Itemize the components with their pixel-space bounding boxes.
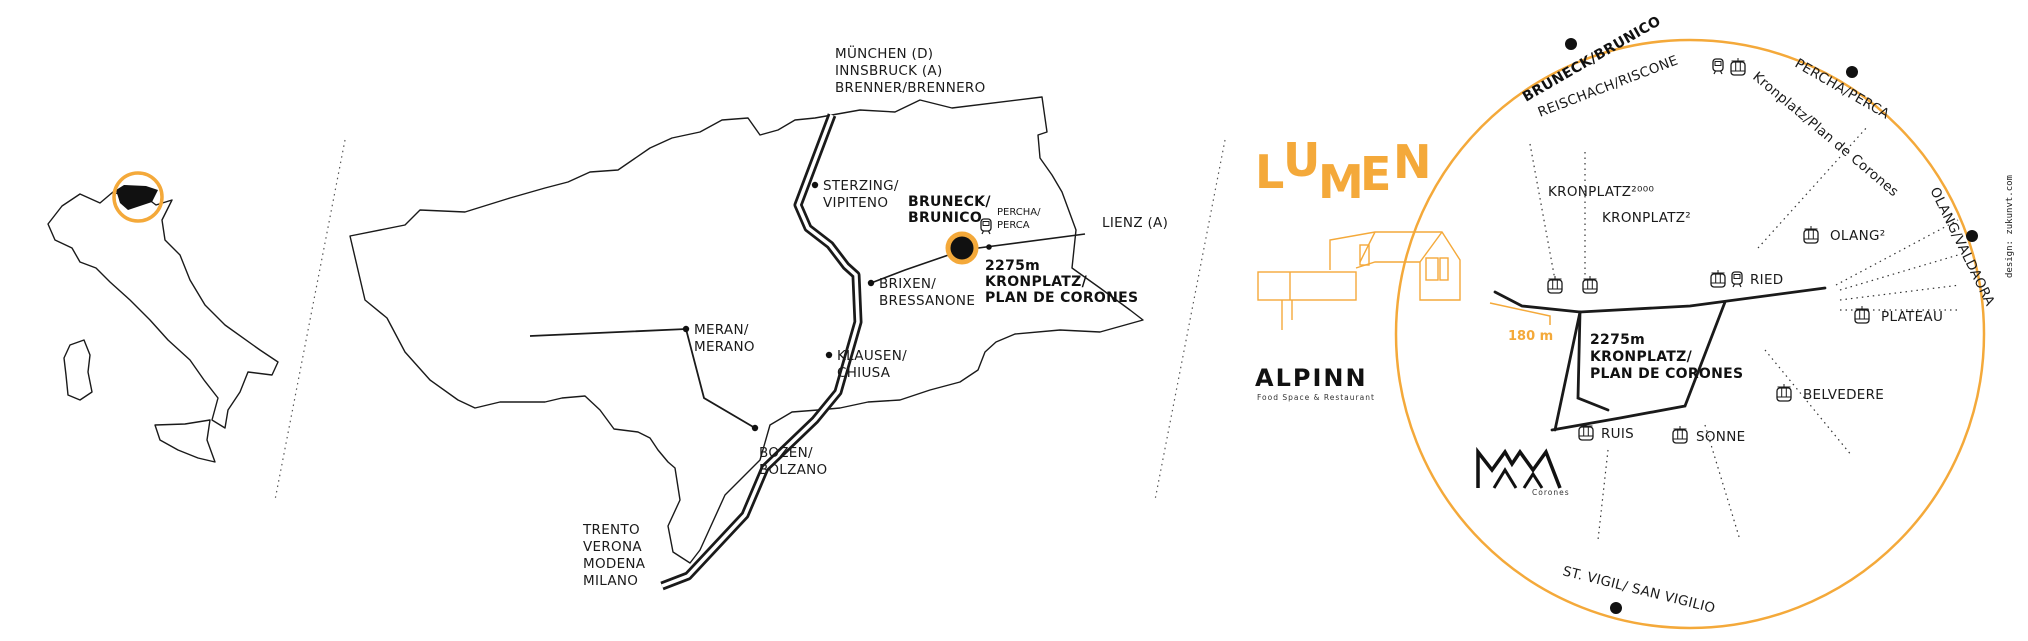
- lift-olang2: OLANG²: [1830, 228, 1885, 244]
- percha-train-icon: [980, 218, 992, 235]
- rim-dot-stvigil: [1610, 602, 1622, 614]
- label-brixen: BRIXEN/ BRESSANONE: [879, 276, 975, 309]
- label-bozen: BOZEN/ BOLZANO: [759, 445, 827, 478]
- sterzing-dot: [811, 181, 819, 189]
- alpinn-tagline: Food Space & Restaurant: [1257, 393, 1375, 402]
- percha-rim-train-icon: [1712, 58, 1724, 75]
- sardinia: [63, 339, 93, 401]
- lift-ruis: RUIS: [1601, 426, 1634, 442]
- ried-train-icon: [1731, 271, 1743, 288]
- region-marker-ring: [112, 171, 164, 223]
- lumen-letter-u: U: [1283, 133, 1320, 187]
- label-sterzing: STERZING/ VIPITENO: [823, 178, 903, 211]
- lift-plateau: PLATEAU: [1881, 309, 1943, 325]
- label-percha: PERCHA/ PERCA: [997, 207, 1044, 231]
- percha-dot: [986, 244, 992, 250]
- rim-dot-bruneck: [1565, 38, 1577, 50]
- lumen-letter-n: N: [1393, 135, 1432, 189]
- klausen-dot: [825, 351, 833, 359]
- rim-dot-percha: [1846, 66, 1858, 78]
- south-tyrol-highlight: [116, 185, 158, 210]
- region-map: MÜNCHEN (D) INNSBRUCK (A) BRENNER/BRENNE…: [349, 44, 1168, 591]
- label-lienz: LIENZ (A): [1102, 215, 1168, 231]
- olang2-cabin-icon: [1803, 225, 1819, 244]
- sicily: [154, 419, 216, 463]
- label-klausen: KLAUSEN/ CHIUSA: [837, 348, 912, 381]
- altitude-arrow: [1489, 302, 1551, 325]
- ried-cabin-icon: [1710, 269, 1726, 288]
- kronplatz2-cabin-icon: [1582, 275, 1598, 294]
- meran-dot: [682, 325, 690, 333]
- brenner-railway-inner: [661, 114, 860, 588]
- brixen-dot: [867, 279, 875, 287]
- bozen-dot: [751, 424, 759, 432]
- percha-rim-cabin-icon: [1730, 57, 1746, 76]
- region-outline: [349, 96, 1144, 564]
- rim-olang-valdaora: OLANG/VALDAORA: [1926, 185, 1998, 309]
- italy-map: [47, 171, 279, 463]
- mmm-corones-label: Corones: [1532, 488, 1570, 497]
- lumen-letter-l: L: [1255, 145, 1284, 199]
- lumen-letter-m: M: [1318, 155, 1364, 209]
- lift-sonne: SONNE: [1696, 429, 1745, 445]
- alpinn-logo: ALPINN: [1255, 364, 1368, 392]
- kronplatz2000-cabin-icon: [1547, 275, 1563, 294]
- divider-1: [274, 139, 346, 501]
- meran-road: [529, 328, 756, 429]
- ski-area-diagram: BRUNECK/BRUNICO REISCHACH/RISCONE PERCHA…: [1394, 13, 1998, 630]
- belvedere-cabin-icon: [1776, 383, 1792, 402]
- sonne-cabin-icon: [1672, 425, 1688, 444]
- label-bruneck: BRUNECK/ BRUNICO: [908, 194, 996, 226]
- lumen-logo: L U M E N: [1255, 133, 1432, 209]
- lift-kronplatz2: KRONPLATZ²: [1602, 210, 1691, 226]
- plateau-cabin-icon: [1854, 305, 1870, 324]
- ski-area-ring: [1394, 38, 1986, 630]
- divider-2: [1154, 139, 1226, 501]
- rim-dot-olang: [1966, 230, 1978, 242]
- lift-belvedere: BELVEDERE: [1803, 387, 1884, 403]
- design-credit: design: zukunvt.com: [2005, 175, 2015, 278]
- lumen-letter-e: E: [1360, 147, 1391, 201]
- lift-ried: RIED: [1750, 272, 1784, 288]
- lift-kronplatz2000: KRONPLATZ²⁰⁰⁰: [1548, 184, 1654, 200]
- label-summit: 2275m KRONPLATZ/ PLAN DE CORONES: [985, 258, 1138, 306]
- italy-outline: [47, 191, 279, 429]
- lumen-building-sketch: [1257, 231, 1461, 330]
- altitude-label: 180 m: [1508, 329, 1553, 344]
- bruneck-marker: [945, 231, 979, 265]
- route-north: MÜNCHEN (D) INNSBRUCK (A) BRENNER/BRENNE…: [835, 44, 986, 96]
- route-south: TRENTO VERONA MODENA MILANO: [582, 522, 650, 589]
- bruneck-road: [870, 233, 1086, 284]
- ski-summit: 2275m KRONPLATZ/ PLAN DE CORONES: [1590, 332, 1743, 382]
- dotted-connectors: [1529, 125, 1961, 541]
- label-meran: MERAN/ MERANO: [694, 322, 755, 355]
- ruis-cabin-icon: [1578, 422, 1594, 441]
- mmm-corones-logo: Corones: [1476, 446, 1570, 497]
